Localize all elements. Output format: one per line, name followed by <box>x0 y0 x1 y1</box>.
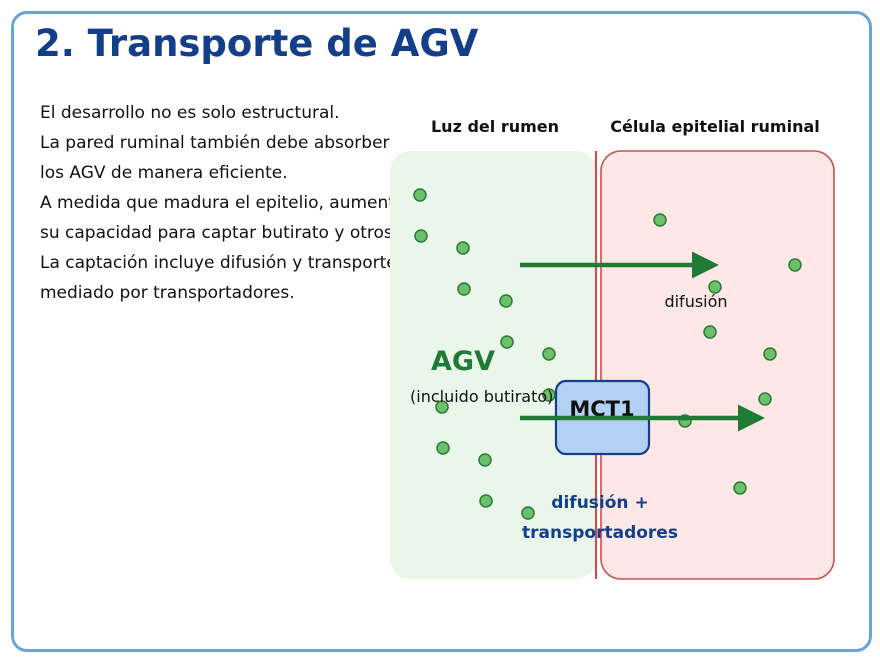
body-line-6: La captación incluye difusión y transpor… <box>40 253 397 273</box>
vfa-molecule-dot <box>479 494 493 508</box>
vfa-molecule-dot <box>708 280 722 294</box>
vfa-molecule-dot <box>435 400 449 414</box>
vfa-molecule-dot <box>733 481 747 495</box>
body-line-2: La pared ruminal también debe absorber <box>40 133 390 153</box>
vfa-molecule-dot <box>788 258 802 272</box>
vfa-molecule-dot <box>703 325 717 339</box>
vfa-molecule-dot <box>521 506 535 520</box>
vfa-molecule-dot <box>500 335 514 349</box>
vfa-molecule-dot <box>499 294 513 308</box>
vfa-molecule-dot <box>542 347 556 361</box>
slide-title: 2. Transporte de AGV <box>35 22 479 65</box>
vfa-molecule-dot <box>457 282 471 296</box>
rumen-lumen-label: Luz del rumen <box>431 117 559 136</box>
rumen-lumen-region <box>390 151 596 579</box>
body-line-7: mediado por transportadores. <box>40 283 295 303</box>
body-line-5: su capacidad para captar butirato y otro… <box>40 223 438 243</box>
vfa-molecules-lumen <box>413 188 556 520</box>
vfa-molecule-dot <box>758 392 772 406</box>
vfa-molecule-dot <box>763 347 777 361</box>
vfa-molecule-dot <box>456 241 470 255</box>
body-line-4: A medida que madura el epitelio, aumenta <box>40 193 406 213</box>
body-line-1: El desarrollo no es solo estructural. <box>40 103 340 123</box>
epithelial-cell-region <box>600 150 835 580</box>
vfa-molecule-dot <box>478 453 492 467</box>
vfa-molecule-dot <box>414 229 428 243</box>
vfa-molecules-cell <box>653 213 802 495</box>
vfa-molecule-dot <box>653 213 667 227</box>
body-line-3: los AGV de manera eficiente. <box>40 163 288 183</box>
diffusion-label: difusión <box>664 292 727 311</box>
transport-mode-label-line1: difusión + <box>551 493 648 513</box>
agv-label: AGV <box>431 346 495 377</box>
vfa-molecule-dot <box>413 188 427 202</box>
vfa-molecule-dot <box>436 441 450 455</box>
transport-mode-label-line2: transportadores <box>522 523 678 543</box>
agv-sublabel: (incluido butirato) <box>410 387 553 406</box>
epithelial-cell-label: Célula epitelial ruminal <box>610 117 820 136</box>
